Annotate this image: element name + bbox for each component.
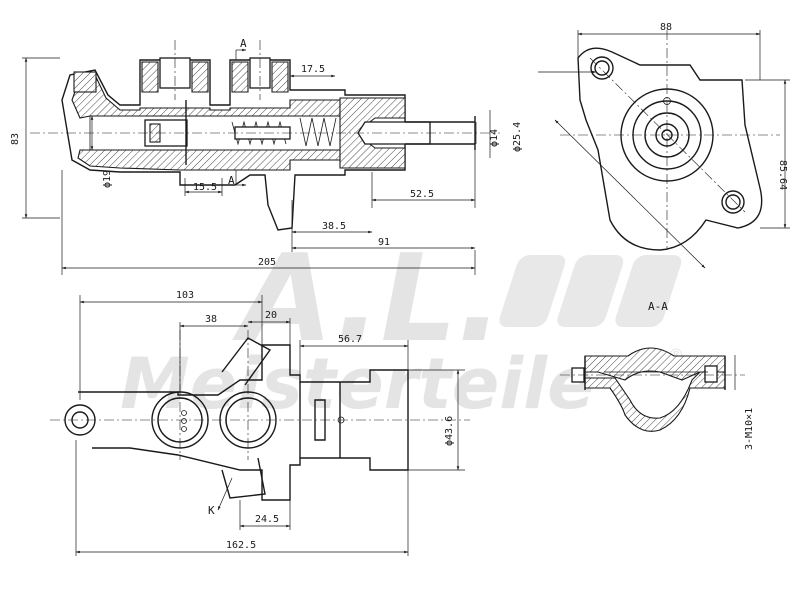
- dim-d19-text: ϕ19: [102, 170, 113, 188]
- neck-upper: [221, 337, 272, 386]
- piston-rod: [234, 126, 291, 140]
- dim-15-5-text: 15.5: [193, 182, 217, 193]
- mount-hole-2-outer: [721, 190, 745, 214]
- end-view: 88 85.64 A-A: [538, 22, 790, 313]
- reservoir-socket-2-left: [231, 61, 249, 93]
- section-mark-bottom: A: [228, 174, 235, 187]
- section-aa-title: A-A: [648, 300, 668, 313]
- port-1-dot-1: [181, 410, 187, 416]
- dim-17-5-text: 17.5: [301, 64, 325, 75]
- mount-hole-1-outer: [590, 56, 614, 80]
- end-center-diag: [589, 57, 746, 213]
- dim-d14-text: ϕ14: [489, 129, 500, 147]
- thread-text: 3-M10×1: [744, 408, 755, 450]
- mount-hole-1: [594, 60, 610, 76]
- neck-lower: [221, 457, 266, 499]
- k-marker: K: [208, 504, 215, 517]
- dim-103-text: 103: [176, 290, 194, 301]
- dim-83-text: 83: [10, 133, 21, 145]
- reservoir-socket-1-right: [191, 61, 209, 93]
- dim-38-5-text: 38.5: [322, 221, 346, 232]
- port-1-dot-3: [181, 426, 187, 432]
- port-1-dot-2: [181, 418, 187, 424]
- fitting-right: [704, 365, 718, 383]
- dim-85-text: 85.64: [777, 160, 788, 190]
- top-view: K 103 38 20 56.7 ϕ43.6 24.5 162.5: [50, 290, 470, 556]
- reservoir-socket-2-right: [271, 61, 289, 93]
- dim-90-line: [554, 119, 706, 269]
- section-aa-ends: [584, 356, 726, 390]
- dim-24-5-text: 24.5: [255, 514, 279, 525]
- watermark-bars: [499, 255, 682, 327]
- dim-56-7-text: 56.7: [338, 334, 362, 345]
- watermark-brand-text: Meisterteile: [120, 343, 595, 425]
- dim-38-text: 38: [205, 314, 217, 325]
- side-section-view: A A 83 ϕ19 17.5 15.5 ϕ14 ϕ25.4 52.5: [10, 37, 523, 275]
- dim-d43-text: ϕ43.6: [444, 416, 455, 446]
- dim-88-text: 88: [660, 22, 672, 33]
- section-mark-top: A: [240, 37, 247, 50]
- dim-20-text: 20: [265, 310, 277, 321]
- watermark-logo: A.L. Meisterteile ®: [120, 230, 684, 425]
- section-aa-view: 3-M10×1: [560, 347, 755, 450]
- dim-205-text: 205: [258, 257, 276, 268]
- dim-d25-text: ϕ25.4: [512, 122, 523, 152]
- dim-91-text: 91: [378, 237, 390, 248]
- k-marker-line: [217, 477, 233, 511]
- spring-secondary: [299, 117, 337, 147]
- side-wall-lower: [77, 149, 341, 171]
- section-aa-bottom-wall: [584, 371, 726, 432]
- reservoir-socket-1-left: [141, 61, 159, 93]
- left-fitting: [73, 71, 97, 93]
- body-slot: [314, 399, 326, 441]
- mount-hole-2: [725, 194, 741, 210]
- dim-52-5-text: 52.5: [410, 189, 434, 200]
- dim-162-5-text: 162.5: [226, 540, 256, 551]
